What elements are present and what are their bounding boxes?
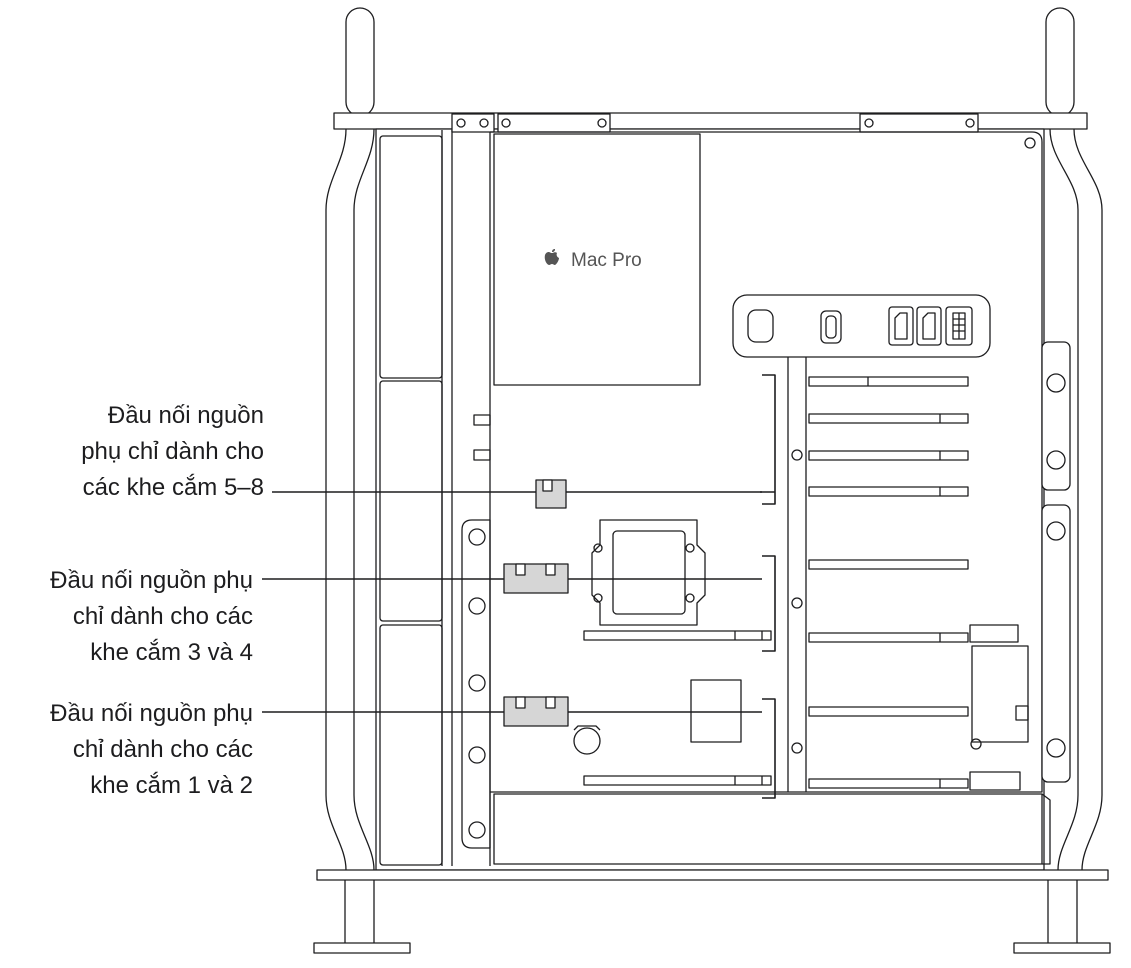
right-side-panel <box>1041 341 1071 783</box>
logic-board <box>490 131 1043 793</box>
pcie-bracket-rail <box>787 357 807 792</box>
board-details-right <box>969 624 1029 791</box>
callout-line: chỉ dành cho các <box>72 736 253 763</box>
left-foot <box>313 880 411 954</box>
backup-battery <box>573 725 601 755</box>
bracket-slots-5-8 <box>760 374 776 505</box>
aux-power-connector-slots-1-2 <box>503 696 569 727</box>
left-slot-lines <box>583 630 772 786</box>
left-bracket-circles <box>461 519 491 849</box>
callout-line: khe cắm 3 và 4 <box>90 639 253 666</box>
pcie-slots <box>808 376 969 789</box>
callout-slots-1-2: Đầu nối nguồn phụ chỉ dành cho các khe c… <box>50 696 253 804</box>
callout-line: các khe cắm 5–8 <box>82 474 264 501</box>
chassis <box>375 128 1045 871</box>
small-chip <box>690 679 742 743</box>
top-right-handle <box>1045 7 1075 125</box>
aux-power-connector-slots-5-8 <box>535 479 567 509</box>
callout-line: Đầu nối nguồn phụ <box>50 567 253 594</box>
socket-bracket <box>591 519 706 626</box>
brand-mark: Mac Pro <box>544 249 642 271</box>
bracket-slots-1-2 <box>762 698 776 799</box>
pcie-slot-7 <box>808 413 969 424</box>
callout-slots-5-8: Đầu nối nguồn phụ chỉ dành cho các khe c… <box>81 398 264 506</box>
pcie-slot-8 <box>808 376 969 387</box>
fan-bay <box>379 135 443 866</box>
right-frame-tube <box>1049 128 1103 871</box>
base-plate <box>316 869 1109 881</box>
callout-line: Đầu nối nguồn <box>107 402 264 429</box>
leader-lines <box>262 491 762 713</box>
aux-power-connector-slots-3-4 <box>503 563 569 594</box>
right-foot <box>1013 880 1111 954</box>
pcie-slot-5 <box>808 486 969 497</box>
left-frame-tube <box>325 128 375 871</box>
pcie-slot-4 <box>808 559 969 570</box>
callout-line: phụ chỉ dành cho <box>81 438 264 465</box>
io-card <box>732 294 991 358</box>
callout-line: chỉ dành cho các <box>72 603 253 630</box>
processor-cover <box>493 133 701 386</box>
top-left-handle <box>345 7 375 125</box>
bottom-bay <box>493 793 1051 865</box>
callout-line: Đầu nối nguồn phụ <box>50 700 253 727</box>
bracket-slots-3-4 <box>762 555 776 652</box>
callout-line: khe cắm 1 và 2 <box>90 772 253 799</box>
pcie-slot-2 <box>808 706 969 717</box>
slot-brackets <box>760 374 776 799</box>
apple-logo-icon <box>544 249 559 265</box>
callout-slots-3-4: Đầu nối nguồn phụ chỉ dành cho các khe c… <box>50 563 253 671</box>
pcie-slot-3 <box>808 632 969 643</box>
pcie-slot-6 <box>808 450 969 461</box>
brand-label: Mac Pro <box>571 250 642 271</box>
pcie-slot-1 <box>808 778 969 789</box>
